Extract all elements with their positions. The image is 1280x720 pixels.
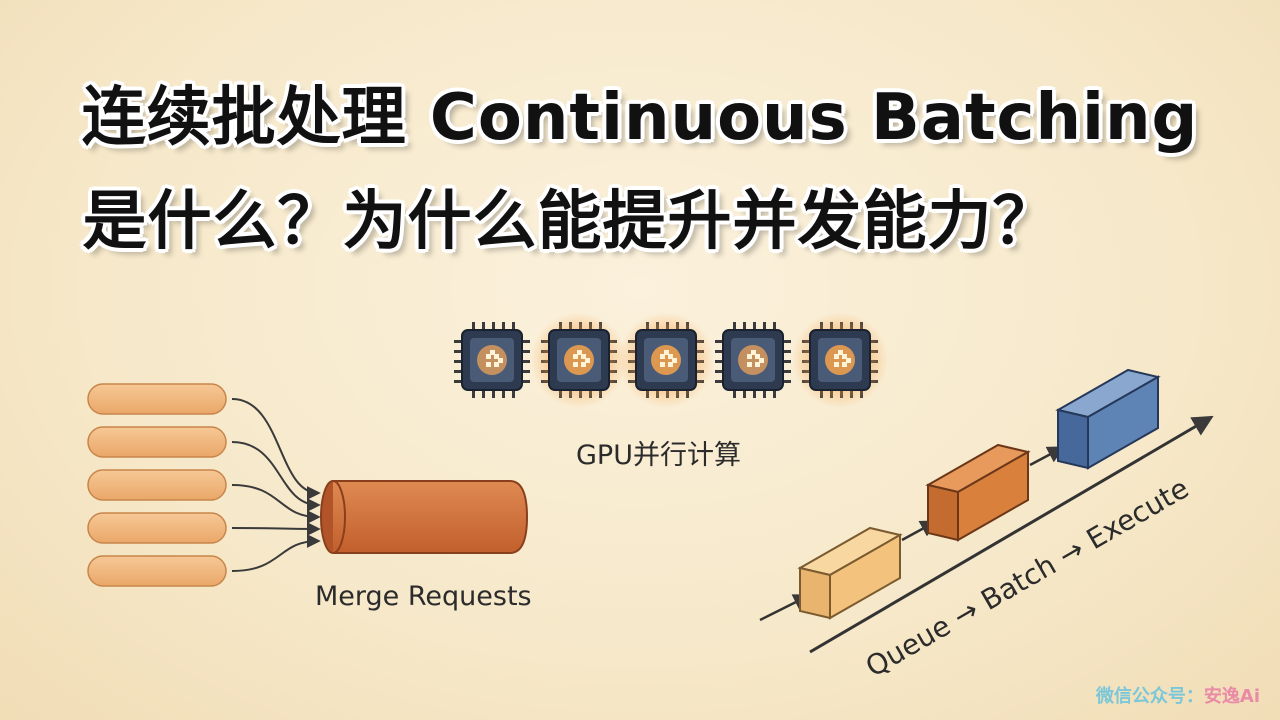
title-line-1: 连续批处理 Continuous Batching: [81, 81, 1199, 155]
watermark-name: 安逸Ai: [1203, 686, 1260, 707]
pipeline-axis-arrow: [809, 415, 1214, 654]
gpu-label: GPU并行计算: [576, 440, 741, 471]
merge-arrow: [231, 484, 321, 524]
pipeline-diagram: [759, 368, 1214, 654]
queue-block: [797, 526, 903, 620]
merge-arrows: [231, 398, 321, 572]
execute-block: [1055, 368, 1161, 470]
watermark: 微信公众号：安逸Ai: [1096, 682, 1260, 708]
merge-requests-label: Merge Requests: [315, 581, 532, 612]
request-bars: [87, 383, 227, 587]
request-bar: [87, 469, 227, 501]
gpu-chip: [618, 312, 714, 408]
gpu-chip: [715, 322, 791, 398]
request-bar: [87, 555, 227, 587]
merge-arrow: [231, 534, 321, 572]
gpu-chip: [454, 322, 530, 398]
merged-request-block: [320, 480, 529, 554]
merge-arrow: [231, 398, 321, 500]
gpu-chip: [792, 312, 888, 408]
request-bar: [87, 383, 227, 415]
gpu-chip: [531, 312, 627, 408]
merge-arrow: [231, 441, 321, 512]
batch-to-execute-arrow: [1029, 446, 1066, 467]
batch-block: [925, 443, 1031, 542]
request-bar: [87, 512, 227, 544]
merge-arrow: [231, 521, 321, 536]
title-line-2: 是什么？为什么能提升并发能力？: [82, 185, 1058, 259]
gpu-chip-row: [454, 312, 888, 408]
watermark-prefix: 微信公众号：: [1095, 686, 1204, 707]
request-bar: [87, 426, 227, 458]
